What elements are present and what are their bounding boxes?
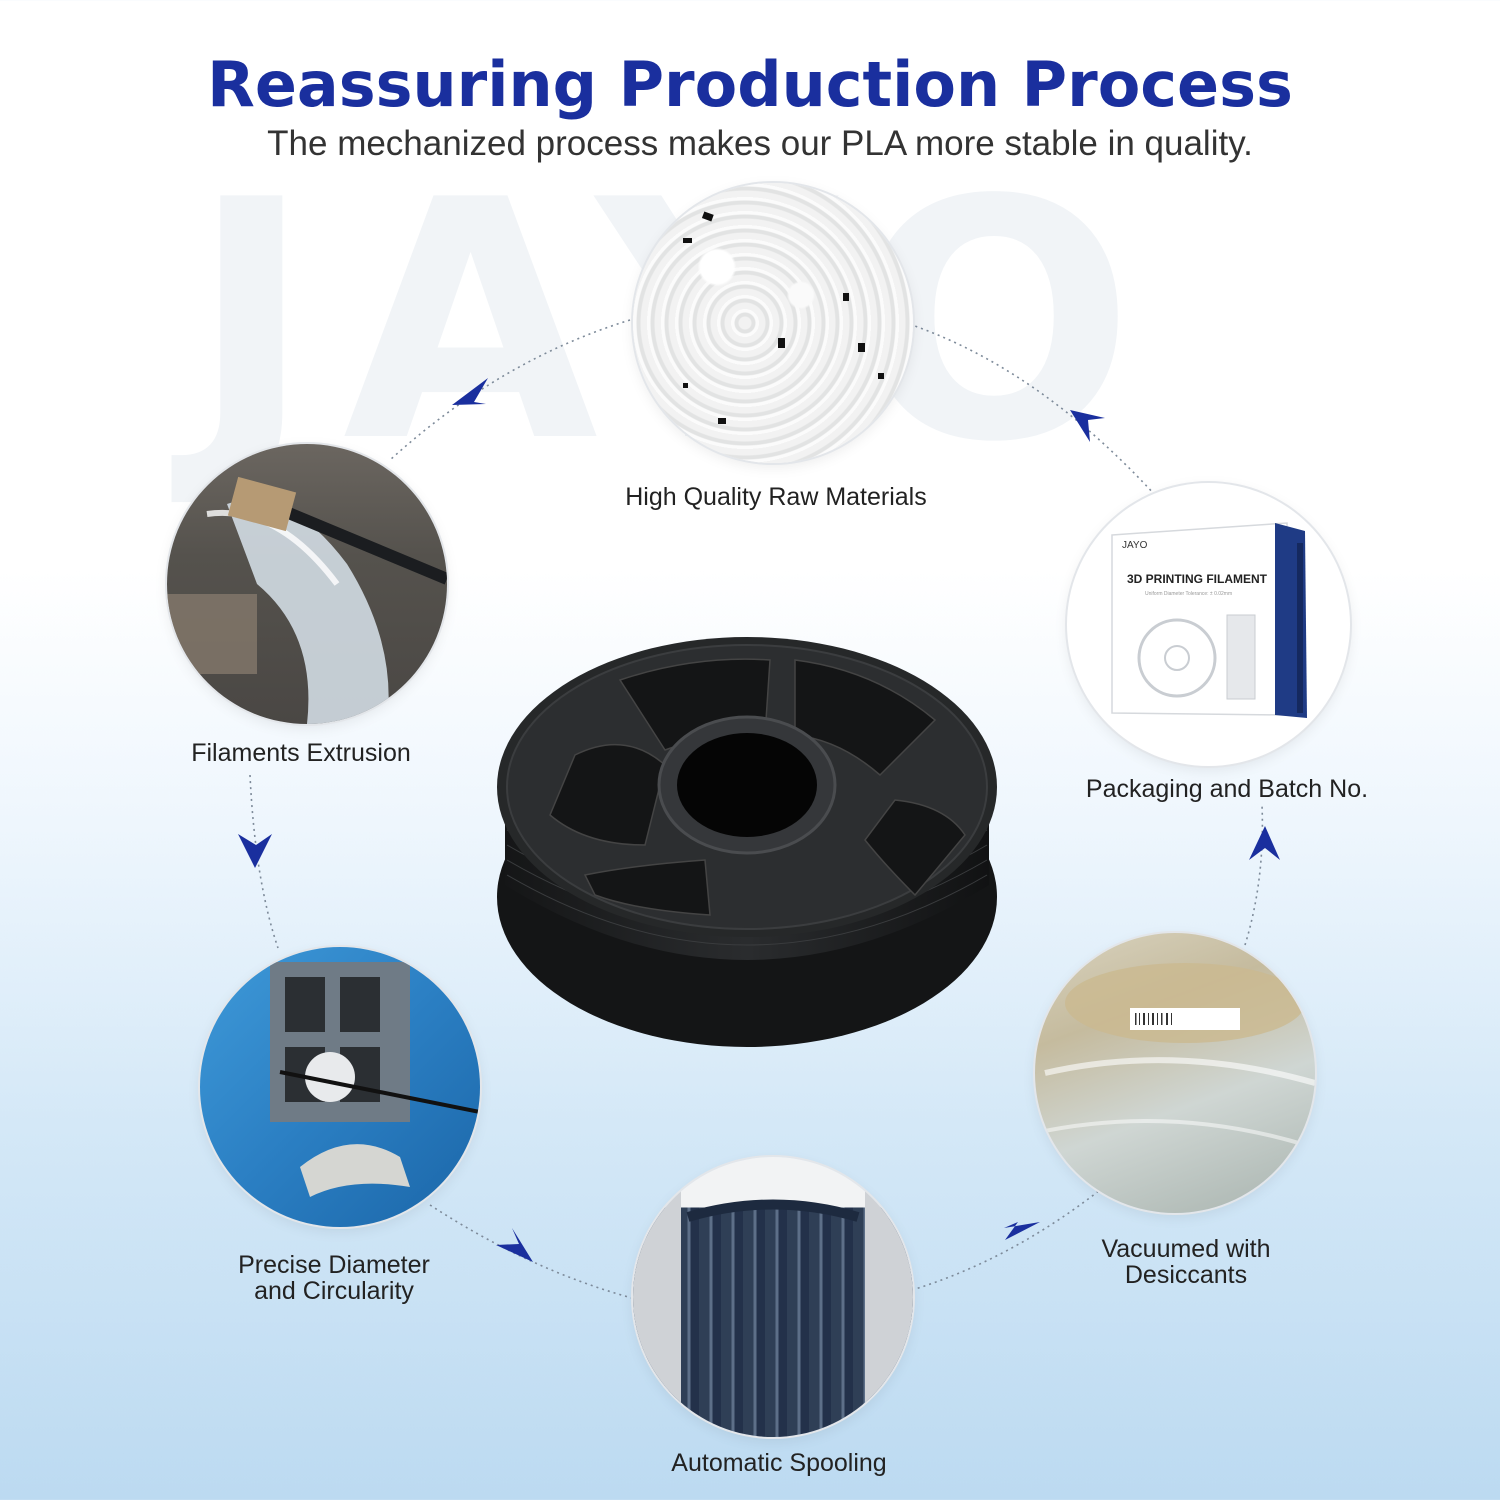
vacuumed-photo xyxy=(1035,933,1315,1213)
flow-arrow-bottom-right xyxy=(1004,1222,1040,1240)
package-spool-drawing xyxy=(1137,618,1217,698)
flow-arrow-left xyxy=(238,834,272,868)
package-note: Uniform Diameter Tolerance: ± 0.02mm xyxy=(1145,591,1232,597)
packaging-photo: JAYO 3D PRINTING FILAMENT Uniform Diamet… xyxy=(1067,483,1350,766)
step-label-diameter: Precise Diameter and Circularity xyxy=(238,1251,430,1306)
flow-arrow-right xyxy=(1249,826,1280,860)
spooling-photo xyxy=(633,1157,913,1437)
flow-path-top-right xyxy=(911,324,1156,496)
flow-path-bottom-left xyxy=(429,1204,633,1299)
step-label-vacuumed: Vacuumed with Desiccants xyxy=(1101,1235,1271,1290)
filament-spool-image xyxy=(497,637,997,1047)
page-subtitle: The mechanized process makes our PLA mor… xyxy=(267,124,1253,163)
flow-path-right xyxy=(1244,804,1264,946)
step-label-raw-materials: High Quality Raw Materials xyxy=(625,483,927,511)
package-brand: JAYO xyxy=(1122,540,1148,551)
package-product: 3D PRINTING FILAMENT xyxy=(1127,572,1268,586)
flow-path-bottom-right xyxy=(911,1189,1101,1291)
raw-materials-photo xyxy=(633,183,913,463)
barcode-label xyxy=(1130,1008,1240,1030)
diameter-photo xyxy=(200,947,480,1227)
step-label-spooling: Automatic Spooling xyxy=(671,1449,887,1477)
step-label-extrusion: Filaments Extrusion xyxy=(191,739,411,767)
flow-arrow-top-right xyxy=(1070,410,1105,442)
step-label-packaging: Packaging and Batch No. xyxy=(1085,775,1369,803)
page-title: Reassuring Production Process xyxy=(207,48,1293,121)
flow-path-top-left xyxy=(389,319,631,461)
flow-arrow-top-left xyxy=(452,378,488,405)
flow-path-left xyxy=(249,774,279,949)
extrusion-photo xyxy=(167,444,447,724)
flow-arrow-bottom-left xyxy=(496,1228,533,1262)
